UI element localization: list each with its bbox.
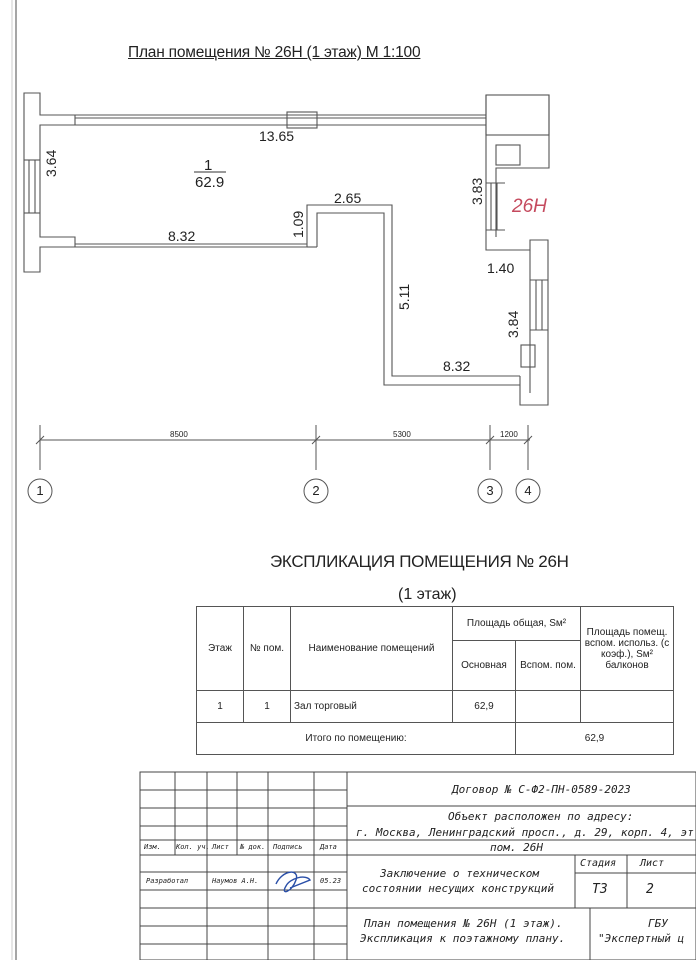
header-floor: Этаж [196,606,244,691]
dim-lower-left: 8.32 [168,228,196,244]
stamp-date: 05.23 [320,877,342,885]
sheet-value: 2 [646,882,654,897]
header-aux: Вспом. пом. [515,640,581,691]
axis-marker-2: 2 [312,483,320,498]
contract-number: Договор № С-Ф2-ПН-0589-2023 [452,783,631,796]
total-row: Итого по помещению: 62,9 [196,722,674,755]
cell-main: 62,9 [452,690,516,723]
developed-label: Разработал [146,877,189,885]
axis-dim-3-4: 1200 [500,430,518,439]
address-line-3: пом. 26Н [490,841,543,854]
dim-right-offset: 1.40 [487,260,515,276]
dim-right-lower: 3.84 [505,310,521,338]
header-main: Основная [452,640,516,691]
axis-dim-2-3: 5300 [393,430,411,439]
stage-value: Т3 [592,882,608,897]
org-line-1: ГБУ [648,917,668,930]
col-header-doc: № док. [240,843,266,851]
col-header-sheet: Лист [212,843,229,851]
header-balcony: Площадь помещ. вспом. использ. (с коэф.)… [580,606,674,691]
dim-left-wall: 3.64 [43,149,59,177]
developer-name: Наумов А.Н. [212,877,259,885]
sheet-title-line-2: Экспликация к поэтажному плану. [360,932,566,945]
room-area: 62.9 [195,174,225,191]
cell-aux [515,690,581,723]
stage-label: Стадия [580,858,617,869]
header-room-no: № пом. [243,606,291,691]
dim-inner-vertical: 5.11 [396,283,412,310]
axis-marker-4: 4 [524,483,532,498]
axis-marker-3: 3 [486,483,494,498]
address-line-1: Объект расположен по адресу: [448,810,634,823]
dim-step-height: 1.09 [290,210,306,238]
conclusion-line-1: Заключение о техническом [380,867,539,880]
header-total-area: Площадь общая, Sм² [452,606,581,641]
axis-dimension-line [27,425,541,504]
dim-bottom-wall: 8.32 [443,358,471,374]
unit-label: 26Н [512,196,547,217]
sheet-title-line-1: План помещения № 26Н (1 этаж). [364,917,563,930]
walls [23,92,550,406]
col-header-date: Дата [320,843,337,851]
dim-top-wall: 13.65 [259,128,295,144]
explication-table: Этаж № пом. Наименование помещений Площа… [196,606,674,755]
total-value: 62,9 [515,722,674,755]
address-line-2: г. Москва, Ленинградский просп., д. 29, … [356,826,694,839]
plan-title: План помещения № 26Н (1 этаж) М 1:100 [128,44,421,61]
sheet-label: Лист [640,858,665,869]
dim-step-width: 2.65 [334,190,362,206]
explication-subtitle: (1 этаж) [398,586,457,603]
dim-right-top: 3.83 [469,177,485,205]
total-label: Итого по помещению: [196,722,516,755]
conclusion-line-2: состоянии несущих конструкций [362,882,555,895]
col-header-signature: Подпись [273,843,303,851]
cell-balcony [580,690,674,723]
room-number: 1 [204,157,213,174]
explication-title: ЭКСПЛИКАЦИЯ ПОМЕЩЕНИЯ № 26Н [270,552,569,571]
col-header-change: Изм. [144,843,161,851]
org-line-2: "Экспертный ц [598,932,685,945]
axis-dim-1-2: 8500 [170,430,188,439]
header-name: Наименование помещений [290,606,453,691]
table-row: 1 1 Зал торговый 62,9 [196,690,674,723]
col-header-count: Кол. уч. [176,843,210,851]
cell-room-no: 1 [243,690,291,723]
cell-floor: 1 [196,690,244,723]
axis-marker-1: 1 [36,483,44,498]
cell-name: Зал торговый [290,690,453,723]
